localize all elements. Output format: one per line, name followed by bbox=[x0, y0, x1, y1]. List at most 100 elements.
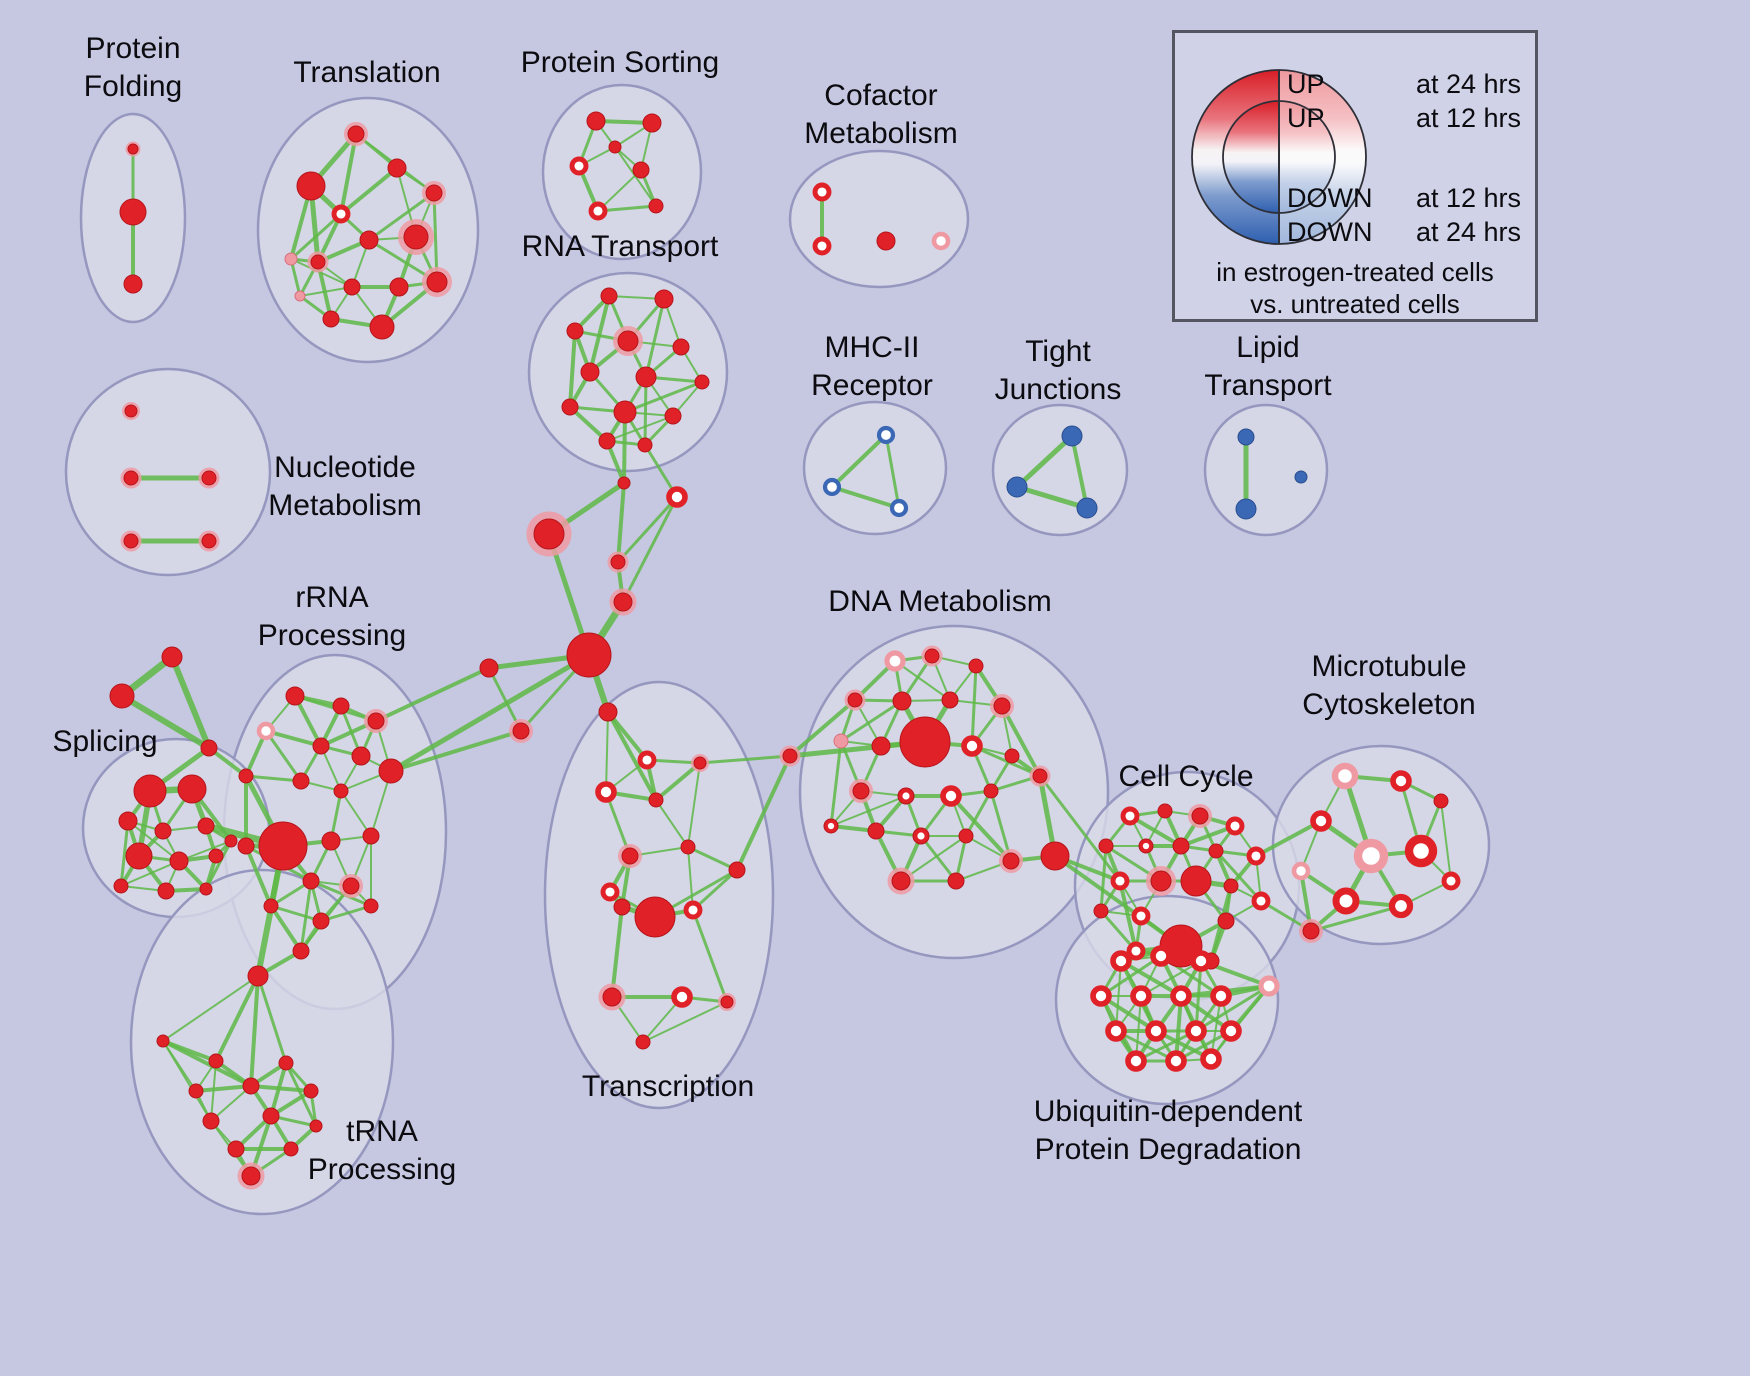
node-cc-167[interactable] bbox=[1093, 903, 1109, 919]
node-mt-180[interactable] bbox=[1291, 861, 1311, 881]
node-tr-3[interactable] bbox=[347, 125, 365, 143]
node-tc-123[interactable] bbox=[634, 896, 676, 938]
node-bk7[interactable] bbox=[512, 722, 530, 740]
node-bk1[interactable] bbox=[617, 476, 631, 490]
node-dn-143[interactable] bbox=[852, 782, 870, 800]
node-ccw[interactable] bbox=[1040, 841, 1070, 871]
node-rr-84[interactable] bbox=[256, 721, 276, 741]
node-ub-191[interactable] bbox=[1210, 985, 1232, 1007]
node-tn-102[interactable] bbox=[156, 1034, 170, 1048]
node-rt-31[interactable] bbox=[566, 322, 584, 340]
node-tn-106[interactable] bbox=[242, 1077, 260, 1095]
node-cf-27[interactable] bbox=[876, 231, 896, 251]
node-cc-161[interactable] bbox=[1208, 843, 1224, 859]
node-ub1[interactable] bbox=[1110, 950, 1132, 972]
node-tn-112[interactable] bbox=[283, 1141, 299, 1157]
node-rt_b2[interactable] bbox=[637, 437, 653, 453]
node-dn-131[interactable] bbox=[924, 648, 940, 664]
node-mh3[interactable] bbox=[889, 498, 909, 518]
node-nm2[interactable] bbox=[201, 470, 217, 486]
node-ub-199[interactable] bbox=[1258, 975, 1280, 997]
node-tn-104[interactable] bbox=[278, 1055, 294, 1071]
node-dn-152[interactable] bbox=[947, 872, 965, 890]
node-mt-181[interactable] bbox=[1332, 887, 1360, 915]
node-sp1[interactable] bbox=[133, 774, 167, 808]
node-sp-79[interactable] bbox=[199, 882, 213, 896]
node-ub-197[interactable] bbox=[1165, 1050, 1187, 1072]
node-cc-160[interactable] bbox=[1172, 837, 1190, 855]
node-cc_e2[interactable] bbox=[1251, 891, 1271, 911]
node-rr-99[interactable] bbox=[363, 898, 379, 914]
node-tr-8[interactable] bbox=[359, 230, 379, 250]
node-rr-94[interactable] bbox=[237, 837, 255, 855]
node-rr-96[interactable] bbox=[342, 877, 360, 895]
node-tc-117[interactable] bbox=[595, 781, 617, 803]
node-tc_top[interactable] bbox=[598, 702, 618, 722]
node-dn_hub[interactable] bbox=[899, 716, 951, 768]
node-cc-168[interactable] bbox=[1131, 906, 1151, 926]
node-sp-72[interactable] bbox=[154, 822, 172, 840]
node-ub-188[interactable] bbox=[1090, 985, 1112, 1007]
node-bk5[interactable] bbox=[613, 592, 633, 612]
node-dn_e[interactable] bbox=[1032, 768, 1048, 784]
node-dn-148[interactable] bbox=[867, 822, 885, 840]
node-tr-7[interactable] bbox=[331, 204, 351, 224]
node-pf2[interactable] bbox=[119, 198, 147, 226]
node-bk6[interactable] bbox=[479, 658, 499, 678]
node-rr-90[interactable] bbox=[333, 783, 349, 799]
node-lt1[interactable] bbox=[1237, 428, 1255, 446]
node-rt_hub[interactable] bbox=[613, 400, 637, 424]
node-tc-126[interactable] bbox=[602, 987, 622, 1007]
node-dn-150[interactable] bbox=[958, 828, 974, 844]
node-cc_w2[interactable] bbox=[1110, 871, 1130, 891]
node-dn-141[interactable] bbox=[1004, 748, 1020, 764]
node-tn_top[interactable] bbox=[247, 965, 269, 987]
node-cc-157[interactable] bbox=[1225, 816, 1245, 836]
node-rr-93[interactable] bbox=[362, 827, 380, 845]
node-sp-74[interactable] bbox=[125, 842, 153, 870]
node-dn-140[interactable] bbox=[961, 735, 983, 757]
node-tn-109[interactable] bbox=[262, 1107, 280, 1125]
node-sp-76[interactable] bbox=[208, 848, 224, 864]
node-dn-137[interactable] bbox=[833, 733, 849, 749]
node-dn-151[interactable] bbox=[891, 871, 911, 891]
node-ub-190[interactable] bbox=[1170, 985, 1192, 1007]
node-rt-39[interactable] bbox=[664, 407, 682, 425]
node-mt-174[interactable] bbox=[1331, 762, 1359, 790]
node-rt-30[interactable] bbox=[654, 289, 674, 309]
node-rr_s[interactable] bbox=[292, 942, 310, 960]
node-rr-98[interactable] bbox=[312, 912, 330, 930]
node-rr_ne[interactable] bbox=[367, 712, 385, 730]
node-nm1[interactable] bbox=[123, 470, 139, 486]
node-rr_hub[interactable] bbox=[258, 821, 308, 871]
node-mt-175[interactable] bbox=[1390, 770, 1412, 792]
node-tr-9[interactable] bbox=[403, 224, 429, 250]
node-tn-113[interactable] bbox=[241, 1166, 261, 1186]
node-dn_se[interactable] bbox=[1002, 852, 1020, 870]
node-sp-75[interactable] bbox=[169, 851, 189, 871]
node-ps-23[interactable] bbox=[648, 198, 664, 214]
node-rt-36[interactable] bbox=[694, 374, 710, 390]
node-dn-130[interactable] bbox=[884, 650, 906, 672]
node-cf2[interactable] bbox=[812, 236, 832, 256]
node-dn-135[interactable] bbox=[941, 691, 959, 709]
node-tc-127[interactable] bbox=[671, 986, 693, 1008]
node-sp-71[interactable] bbox=[118, 811, 138, 831]
node-dn-132[interactable] bbox=[968, 658, 984, 674]
node-mt-179[interactable] bbox=[1404, 834, 1438, 868]
node-sp-80[interactable] bbox=[224, 834, 238, 848]
node-cf-28[interactable] bbox=[931, 231, 951, 251]
node-mt-178[interactable] bbox=[1353, 838, 1389, 874]
node-ub-193[interactable] bbox=[1145, 1020, 1167, 1042]
node-tr-14[interactable] bbox=[426, 271, 448, 293]
node-sp_r[interactable] bbox=[197, 817, 215, 835]
node-tc-121[interactable] bbox=[600, 882, 620, 902]
node-nm3[interactable] bbox=[123, 533, 139, 549]
node-mt_w[interactable] bbox=[1310, 810, 1332, 832]
node-ps-19[interactable] bbox=[642, 113, 662, 133]
node-dn-134[interactable] bbox=[892, 691, 912, 711]
node-rr-81[interactable] bbox=[285, 686, 305, 706]
node-rt-37[interactable] bbox=[561, 398, 579, 416]
node-dn-138[interactable] bbox=[871, 736, 891, 756]
node-rr-85[interactable] bbox=[312, 737, 330, 755]
